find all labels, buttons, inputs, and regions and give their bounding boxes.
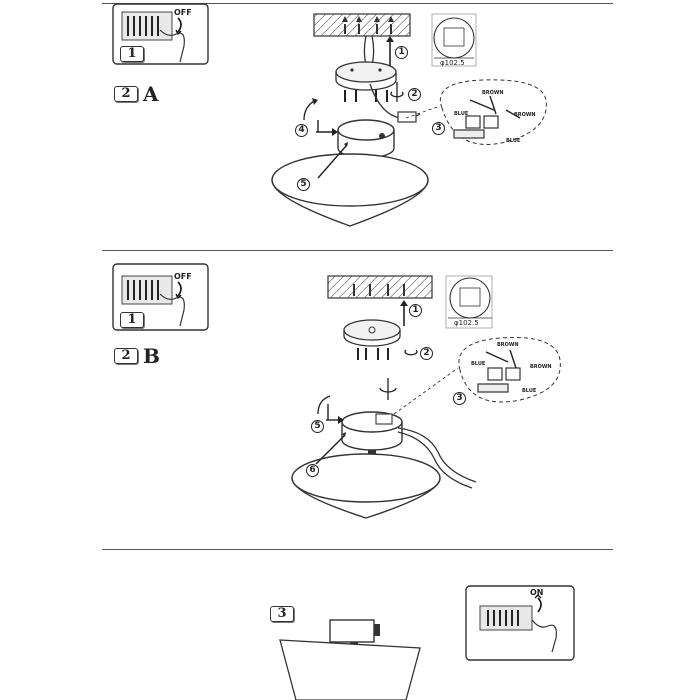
callout-a-4: 4: [295, 124, 308, 137]
diameter-label-a: φ102.5: [440, 59, 465, 67]
wire-label-b-blue-2: BLUE: [522, 388, 537, 394]
diameter-label-b: φ102.5: [454, 319, 479, 327]
section-divider-middle: [102, 250, 613, 251]
wire-label-a-blue-1: BLUE: [454, 111, 469, 117]
wire-label-b-brown-2: BROWN: [530, 364, 552, 370]
wire-label-b-blue-1: BLUE: [471, 361, 486, 367]
switch-state-label-a: OFF: [174, 8, 192, 17]
step-number-box-a1: 1: [120, 46, 144, 62]
section-divider-top: [102, 3, 613, 4]
callout-b-2: 2: [420, 347, 433, 360]
section-divider-bottom: [102, 549, 613, 550]
callout-a-3: 3: [432, 122, 445, 135]
callout-b-3: 3: [453, 392, 466, 405]
callout-a-5: 5: [297, 178, 310, 191]
callout-b-1: 1: [409, 304, 422, 317]
step-number-box-c3: 3: [270, 606, 294, 622]
callout-a-1: 1: [395, 46, 408, 59]
switch-state-label-b: OFF: [174, 272, 192, 281]
variant-letter-a: A: [143, 82, 159, 106]
callout-a-2: 2: [408, 88, 421, 101]
wire-label-a-brown-2: BROWN: [514, 112, 536, 118]
step-number-box-a2: 2: [114, 86, 138, 102]
wire-label-b-brown-1: BROWN: [497, 342, 519, 348]
wire-label-a-brown-1: BROWN: [482, 90, 504, 96]
wire-label-a-blue-2: BLUE: [506, 138, 521, 144]
switch-state-label-c: ON: [530, 588, 544, 597]
variant-letter-b: B: [143, 344, 160, 368]
callout-b-6: 6: [306, 464, 319, 477]
step-number-box-b2: 2: [114, 348, 138, 364]
callout-b-5: 5: [311, 420, 324, 433]
step-number-box-b1: 1: [120, 312, 144, 328]
